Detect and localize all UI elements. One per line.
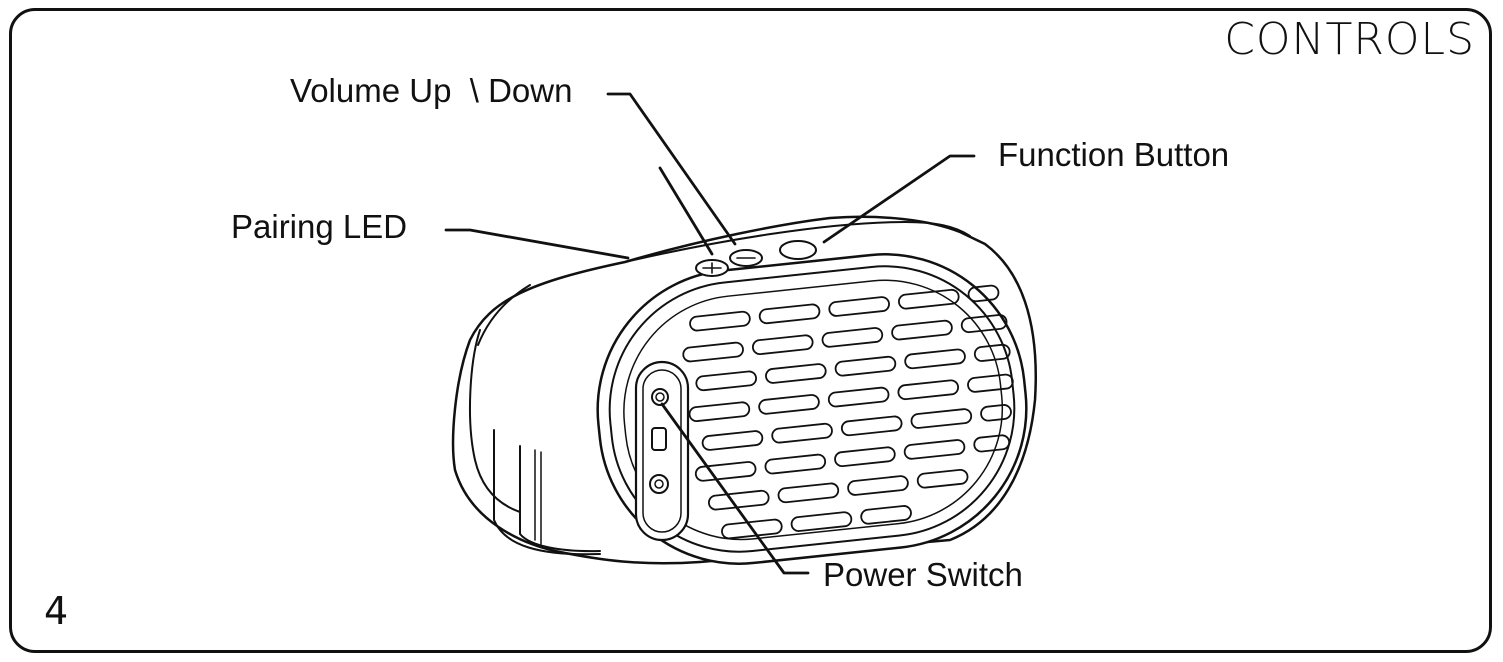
page-frame: [9, 8, 1492, 653]
speaker-stand: [493, 429, 601, 556]
grille-slots: [682, 284, 1014, 540]
callout-function-button: Function Button: [998, 136, 1230, 173]
side-control-panel: [634, 360, 690, 542]
page-number: 4: [44, 589, 69, 633]
callout-power-switch: Power Switch: [823, 556, 1023, 593]
callout-volume-up-down: Volume Up \ Down: [290, 72, 573, 109]
leader-lines: [444, 92, 976, 575]
page-title: CONTROLS: [1224, 14, 1475, 65]
top-buttons: [695, 240, 817, 277]
callout-pairing-led: Pairing LED: [231, 208, 408, 245]
